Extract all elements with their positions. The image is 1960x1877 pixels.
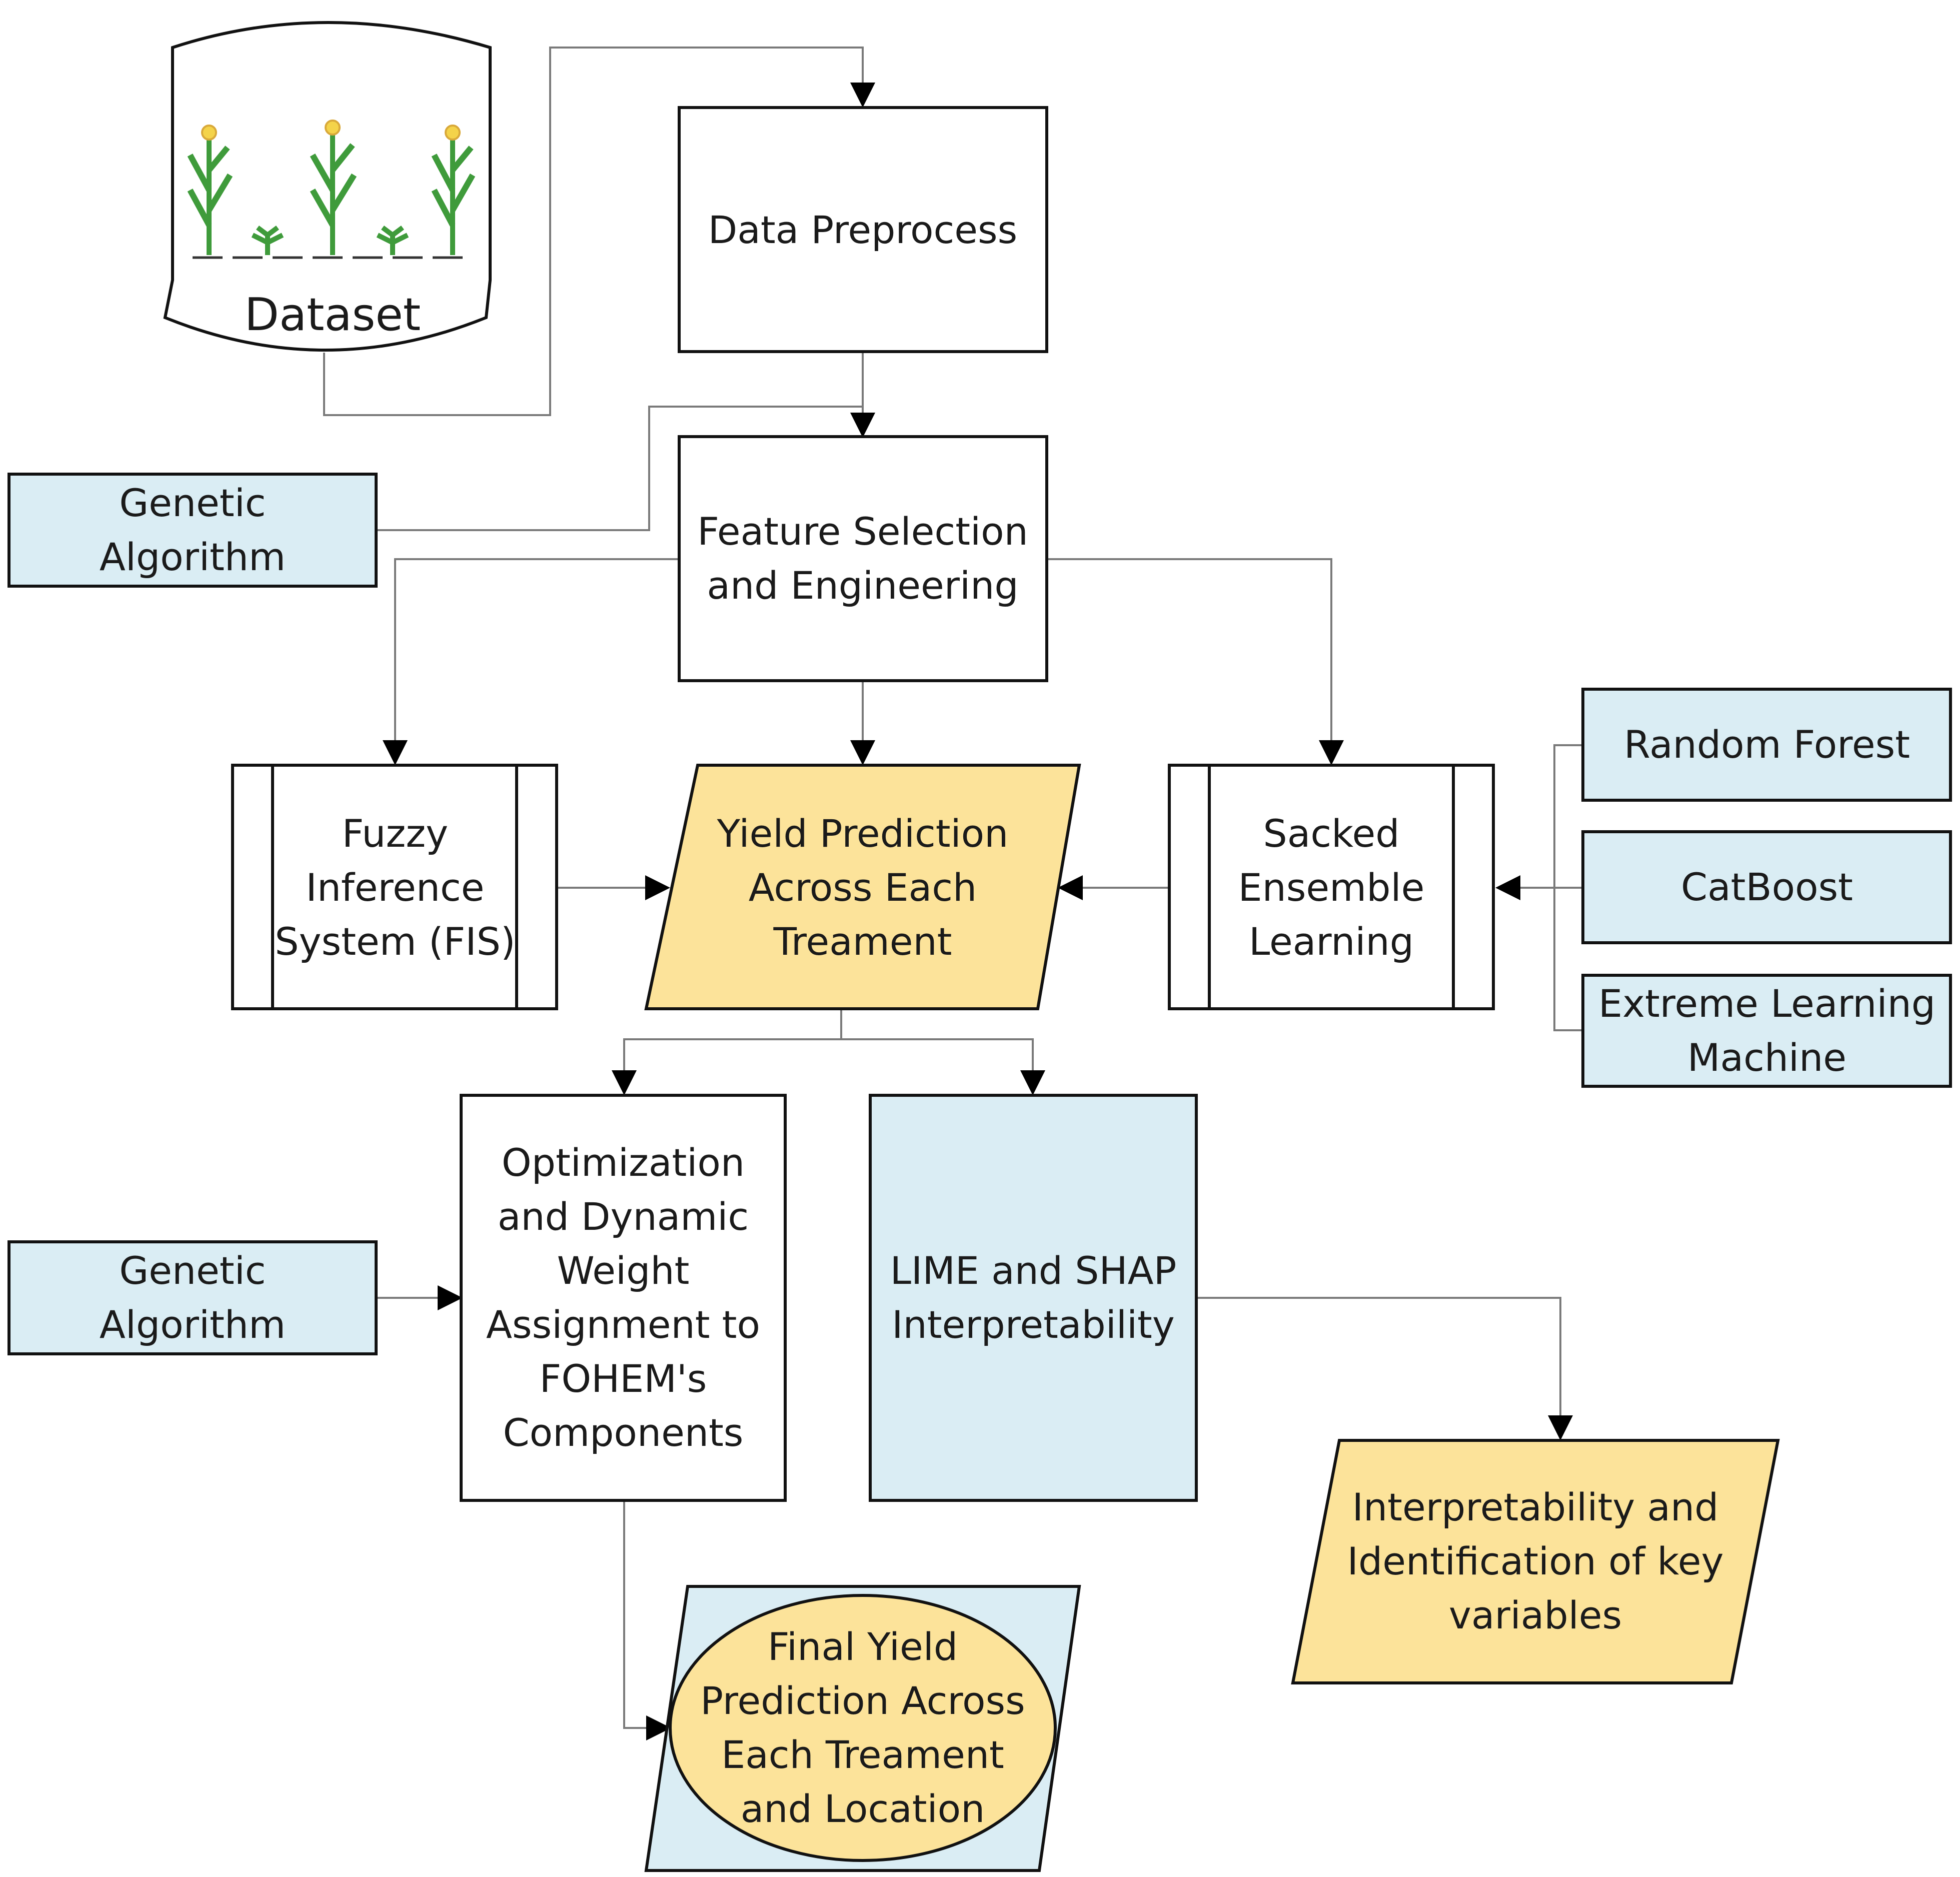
label-line: Genetic — [119, 481, 266, 525]
label-line: FOHEM's — [540, 1356, 707, 1401]
label-line: Weight — [557, 1248, 690, 1293]
corn-plants-icon — [187, 120, 476, 259]
edge-feature-to-fis — [394, 558, 679, 763]
label-line: Fuzzy — [342, 811, 449, 856]
label-line: Treament — [773, 919, 952, 964]
label-line: System (FIS) — [275, 919, 515, 964]
random-forest-label: Random Forest — [1624, 722, 1910, 767]
catboost-label: CatBoost — [1681, 865, 1853, 909]
label-line: Yield Prediction — [717, 811, 1009, 856]
edge-yield-to-lime — [841, 1038, 1034, 1093]
label-line: Random Forest — [1624, 722, 1910, 767]
label-line: and Dynamic — [498, 1194, 749, 1239]
edge-yield-to-optimization — [623, 1010, 842, 1093]
dataset-label: Dataset — [245, 289, 421, 341]
data-preprocess-node: Data Preprocess — [678, 106, 1048, 353]
label-line: LIME and SHAP — [890, 1248, 1177, 1293]
label-line: Prediction Across — [700, 1678, 1025, 1723]
label-line: Feature Selection — [697, 509, 1028, 554]
label-line: Identification of key — [1347, 1539, 1724, 1583]
feature-selection-node: Feature Selection and Engineering — [678, 435, 1048, 682]
label-line: Ensemble — [1238, 865, 1425, 910]
lime-shap-label: LIME and SHAP Interpretability — [890, 1248, 1177, 1347]
label-line: variables — [1449, 1593, 1622, 1637]
label-line: Interpretability — [892, 1302, 1175, 1347]
data-preprocess-label: Data Preprocess — [708, 208, 1018, 252]
random-forest-node: Random Forest — [1581, 688, 1952, 802]
label-line: CatBoost — [1681, 865, 1853, 909]
label-line: Data Preprocess — [708, 208, 1018, 252]
label-line: Machine — [1687, 1035, 1846, 1080]
label-line: and Location — [741, 1786, 985, 1831]
label-line: Assignment to — [486, 1302, 760, 1347]
edge-ga1-to-feature — [376, 406, 863, 531]
label-line: Sacked — [1263, 811, 1400, 856]
label-line: Optimization — [502, 1140, 745, 1185]
label-line: Algorithm — [100, 1302, 286, 1347]
edges — [323, 47, 1583, 1740]
label-line: Final Yield — [768, 1624, 958, 1669]
label-line: Inference — [306, 865, 484, 910]
label-line: Learning — [1249, 919, 1414, 964]
edge-feature-to-ensemble — [1047, 558, 1332, 763]
edge-lime-to-interpretability — [1196, 1297, 1561, 1438]
catboost-node: CatBoost — [1581, 830, 1952, 944]
dataset-node: Dataset — [163, 21, 492, 352]
label-line: Algorithm — [100, 535, 286, 579]
label-line: Extreme Learning — [1598, 981, 1935, 1026]
edge-dataset-to-preprocess — [323, 47, 864, 416]
label-line: Components — [503, 1410, 744, 1455]
feature-selection-label: Feature Selection and Engineering — [697, 509, 1028, 608]
label-line: Genetic — [119, 1248, 266, 1293]
lime-shap-node: LIME and SHAP Interpretability — [869, 1094, 1198, 1502]
label-line: and Engineering — [707, 563, 1018, 608]
label-line: Across Each — [749, 865, 977, 910]
label-line: Each Treament — [721, 1732, 1004, 1777]
label-line: Interpretability and — [1352, 1485, 1719, 1529]
edge-optimization-to-final — [623, 1500, 665, 1729]
